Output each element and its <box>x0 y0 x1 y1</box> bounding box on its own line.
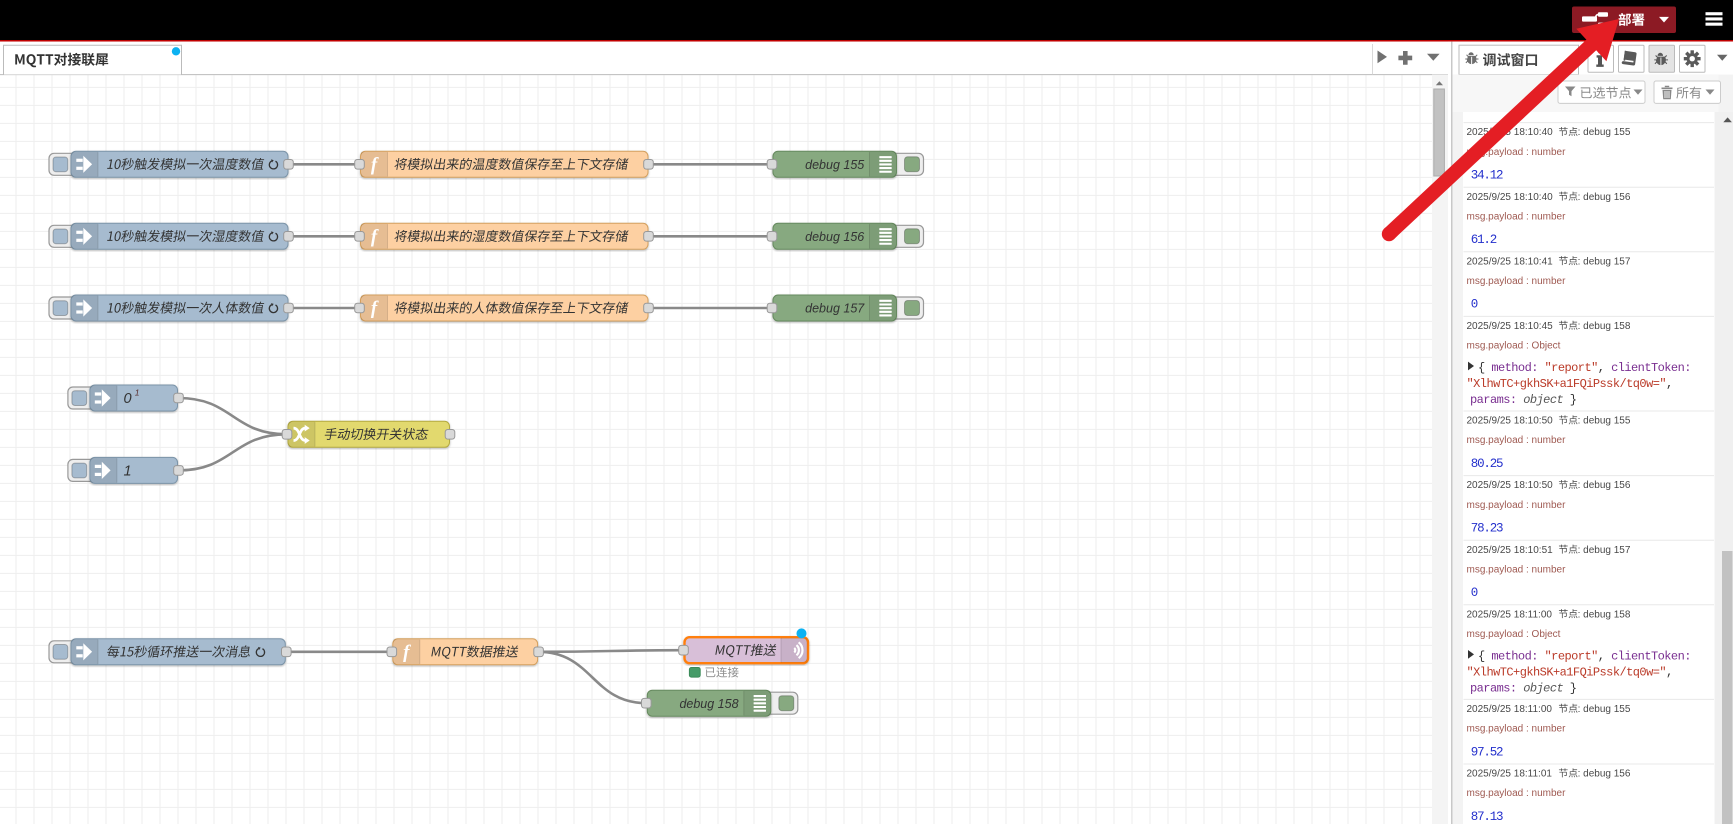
svg-text:2025/9/25 18:10:40: 2025/9/25 18:10:40 <box>1467 127 1554 138</box>
svg-text:msg.payload : number: msg.payload : number <box>1467 147 1567 158</box>
svg-text:2025/9/25 18:10:45: 2025/9/25 18:10:45 <box>1467 321 1554 332</box>
svg-text:2025/9/25 18:10:41: 2025/9/25 18:10:41 <box>1467 256 1554 267</box>
svg-text:"XlhwTC+gkhSK+a1FQiPssk/tq0w=": "XlhwTC+gkhSK+a1FQiPssk/tq0w=", <box>1467 665 1673 679</box>
svg-text:msg.payload : number: msg.payload : number <box>1467 564 1567 575</box>
svg-text:61.2: 61.2 <box>1471 233 1497 247</box>
svg-text:1: 1 <box>135 387 140 397</box>
svg-text:params: object }: params: object } <box>1470 393 1576 407</box>
svg-text:f: f <box>371 298 379 319</box>
svg-text:87.13: 87.13 <box>1471 810 1503 824</box>
svg-text:f: f <box>371 227 379 248</box>
svg-text:f: f <box>403 642 411 663</box>
svg-text:msg.payload : Object: msg.payload : Object <box>1467 341 1561 352</box>
svg-text:debug 158: debug 158 <box>679 697 738 711</box>
svg-text:0: 0 <box>1471 586 1478 600</box>
svg-text:: debug 157: : debug 157 <box>1578 256 1631 267</box>
svg-text:2025/9/25 18:10:51: 2025/9/25 18:10:51 <box>1467 545 1554 556</box>
svg-text:msg.payload : number: msg.payload : number <box>1467 500 1567 511</box>
svg-text:msg.payload : Object: msg.payload : Object <box>1467 629 1561 640</box>
svg-text:97.52: 97.52 <box>1471 745 1503 759</box>
svg-text:{ method: "report", clientToke: { method: "report", clientToken: <box>1478 649 1691 663</box>
svg-text:debug 155: debug 155 <box>805 158 864 172</box>
svg-text:: debug 156: : debug 156 <box>1578 769 1631 780</box>
svg-text:78.23: 78.23 <box>1471 522 1503 536</box>
svg-text:1: 1 <box>124 463 132 479</box>
svg-text:: debug 158: : debug 158 <box>1578 609 1631 620</box>
svg-text:"XlhwTC+gkhSK+a1FQiPssk/tq0w=": "XlhwTC+gkhSK+a1FQiPssk/tq0w=", <box>1467 377 1673 391</box>
svg-text:params: object }: params: object } <box>1470 681 1576 695</box>
svg-text:2025/9/25 18:10:50: 2025/9/25 18:10:50 <box>1467 480 1554 491</box>
svg-text:msg.payload : number: msg.payload : number <box>1467 211 1567 222</box>
svg-text:f: f <box>371 155 379 176</box>
svg-text:2025/9/25 18:11:00: 2025/9/25 18:11:00 <box>1467 609 1553 620</box>
svg-text:: debug 155: : debug 155 <box>1578 127 1631 138</box>
svg-text:: debug 156: : debug 156 <box>1578 192 1631 203</box>
svg-text:msg.payload : number: msg.payload : number <box>1467 724 1567 735</box>
svg-text:debug 156: debug 156 <box>805 230 864 244</box>
svg-text:debug 157: debug 157 <box>805 302 865 316</box>
svg-text:2025/9/25 18:11:00: 2025/9/25 18:11:00 <box>1467 704 1553 715</box>
svg-text:msg.payload : number: msg.payload : number <box>1467 788 1567 799</box>
svg-text:: debug 158: : debug 158 <box>1578 321 1631 332</box>
svg-text:: debug 155: : debug 155 <box>1578 416 1631 427</box>
svg-text:{ method: "report", clientToke: { method: "report", clientToken: <box>1478 361 1691 375</box>
svg-text:: debug 157: : debug 157 <box>1578 545 1631 556</box>
svg-text:80.25: 80.25 <box>1471 457 1503 471</box>
svg-text:0: 0 <box>1471 298 1478 312</box>
svg-text:2025/9/25 18:10:50: 2025/9/25 18:10:50 <box>1467 416 1554 427</box>
svg-text:2025/9/25 18:10:40: 2025/9/25 18:10:40 <box>1467 192 1554 203</box>
svg-text:msg.payload : number: msg.payload : number <box>1467 276 1567 287</box>
svg-text:34.12: 34.12 <box>1471 169 1503 183</box>
svg-text:: debug 155: : debug 155 <box>1578 704 1631 715</box>
svg-text:: debug 156: : debug 156 <box>1578 480 1631 491</box>
svg-text:msg.payload : number: msg.payload : number <box>1467 435 1567 446</box>
svg-text:2025/9/25 18:11:01: 2025/9/25 18:11:01 <box>1467 769 1553 780</box>
svg-text:0: 0 <box>124 391 132 407</box>
